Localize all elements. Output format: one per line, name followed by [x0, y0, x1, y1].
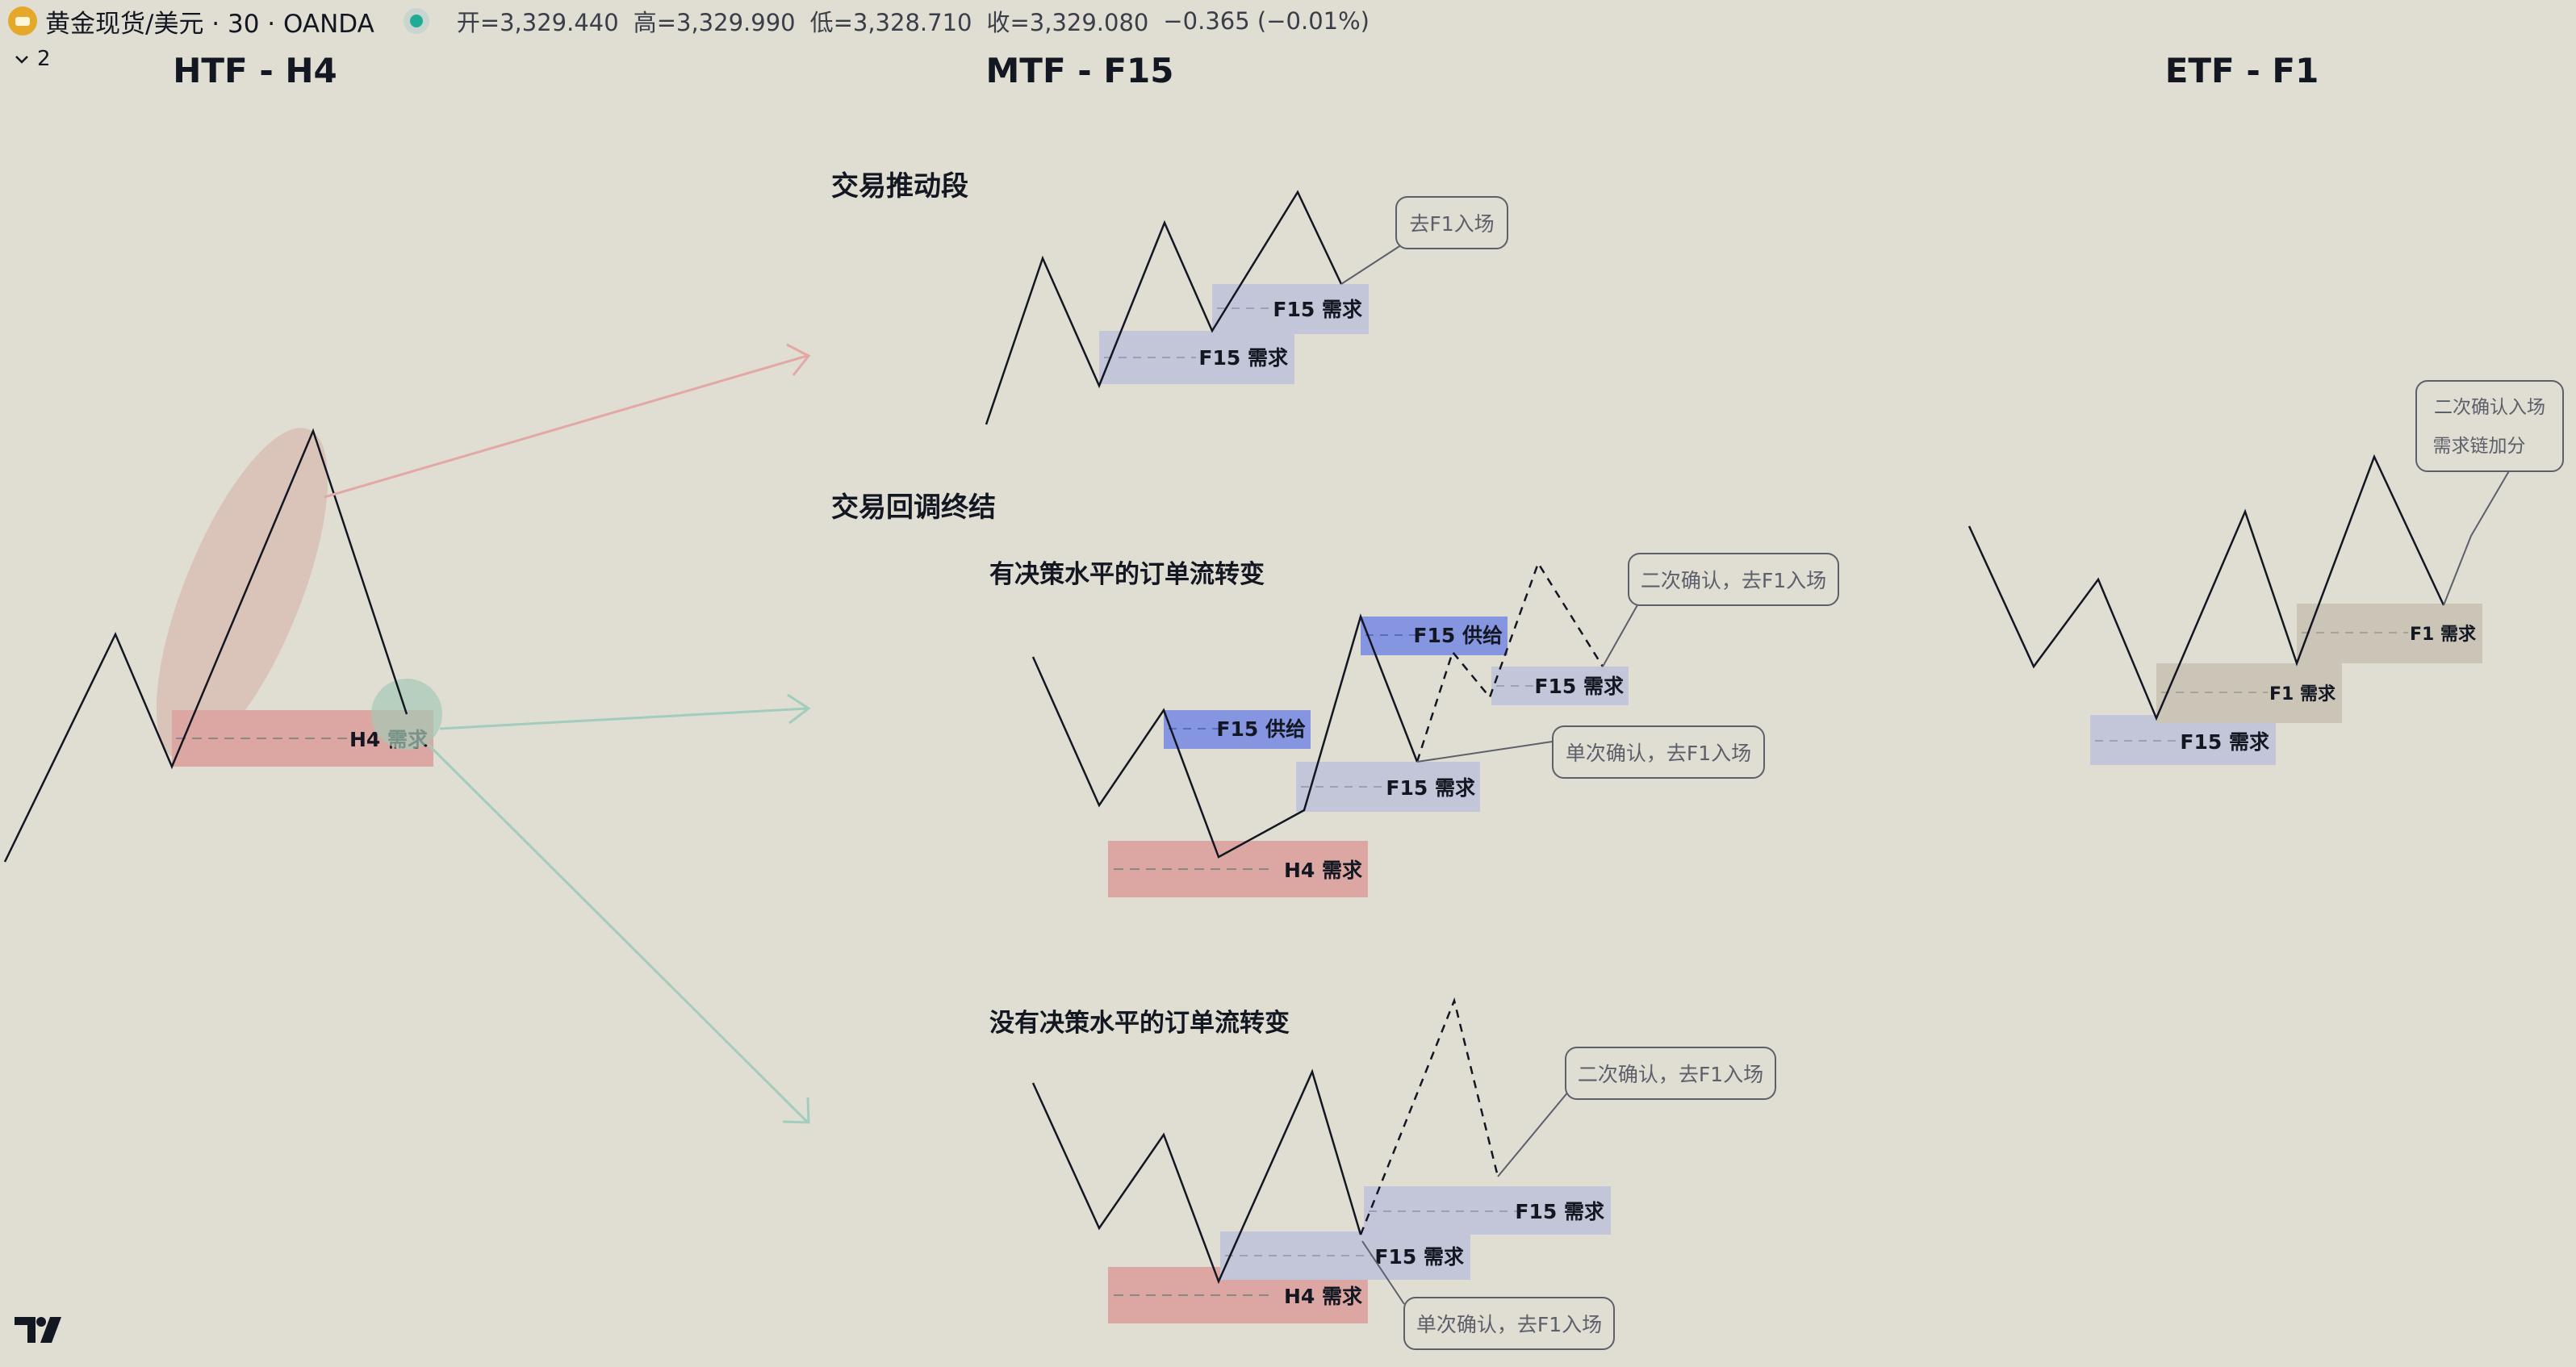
arrow-to-impulse[interactable] — [324, 354, 808, 499]
f15-demand-label: F15 需求 — [1515, 1200, 1604, 1223]
etf-callout-line1: 二次确认入场 — [2434, 397, 2545, 418]
impulse-price-path[interactable] — [985, 190, 1343, 425]
market-status-icon — [403, 8, 429, 34]
callout-pointer — [2443, 469, 2511, 606]
without-decision-price-path[interactable] — [1031, 1068, 1362, 1285]
indicator-count: 2 — [37, 47, 51, 71]
etf-title: ETF - F1 — [2165, 51, 2319, 90]
callout-box[interactable] — [1552, 725, 1765, 779]
arrow-to-no-decision[interactable] — [426, 742, 809, 1123]
callout-box[interactable] — [1565, 1047, 1776, 1100]
single-confirm-callout: 单次确认，去F1入场 — [1416, 1313, 1602, 1336]
f15-demand-label: F15 需求 — [1534, 675, 1624, 698]
mtf-title: MTF - F15 — [986, 51, 1174, 90]
callout-box[interactable] — [1403, 1297, 1615, 1350]
arrow-to-pullback[interactable] — [439, 707, 808, 730]
htf-price-path[interactable] — [3, 428, 408, 863]
arrow-head — [787, 693, 811, 725]
arrow-head — [782, 1097, 810, 1124]
indicator-collapse-toggle[interactable]: 2 — [15, 47, 51, 71]
callout-pointer — [1416, 740, 1558, 763]
f15-demand-label: F15 需求 — [1386, 776, 1475, 800]
callout-pointer — [1361, 1240, 1405, 1305]
f1-demand-label: F1 需求 — [2410, 625, 2476, 645]
impulse-section-title: 交易推动段 — [831, 170, 968, 203]
mtf-pullback-drawing[interactable]: 交易回调终结 有决策水平的订单流转变 H4 需求 F15 供给 F15 供给 F… — [831, 491, 1839, 897]
callout-box[interactable] — [2415, 380, 2564, 472]
go-f1-callout: 去F1入场 — [1409, 212, 1494, 236]
symbol-legend[interactable]: 黄金现货/美元 · 30 · OANDA 开=3,329.440 高=3,329… — [8, 3, 1384, 39]
etf-drawing[interactable]: F15 需求 F1 需求 F1 需求 二次确认入场 需求链加分 — [1968, 380, 2564, 765]
without-decision-title: 没有决策水平的订单流转变 — [989, 1009, 1290, 1038]
f15-demand-zone[interactable] — [1099, 331, 1294, 384]
impulse-highlight-ellipse[interactable] — [122, 408, 362, 780]
mtf-impulse-drawing[interactable]: 交易推动段 F15 需求 F15 需求 去F1入场 — [831, 170, 1508, 425]
f15-supply-label: F15 供给 — [1216, 717, 1306, 741]
gold-icon — [8, 6, 37, 36]
etf-callout-line2: 需求链加分 — [2433, 436, 2526, 457]
low-value: 低=3,328.710 — [809, 9, 972, 36]
h4-demand-label: H4 需求 — [1284, 1285, 1362, 1308]
chevron-down-icon — [15, 47, 29, 71]
f15-demand-label: F15 需求 — [1374, 1245, 1464, 1269]
h4-demand-label: H4 需求 — [1284, 859, 1362, 882]
callout-pointer — [1340, 241, 1407, 285]
callout-box[interactable] — [1628, 553, 1839, 606]
callout-pointer — [1602, 603, 1639, 667]
open-value: 开=3,329.440 — [456, 9, 619, 36]
pullback-section-title: 交易回调终结 — [831, 491, 996, 524]
change-value: −0.365 (−0.01%) — [1163, 7, 1370, 35]
with-decision-title: 有决策水平的订单流转变 — [989, 560, 1265, 589]
htf-drawing[interactable]: H4 需求 — [3, 343, 811, 1124]
arrow-head — [786, 343, 811, 376]
f15-demand-zone[interactable] — [2090, 715, 2276, 765]
etf-price-path[interactable] — [1968, 454, 2445, 721]
callout-box[interactable] — [1395, 196, 1508, 249]
f1-demand-label: F1 需求 — [2269, 684, 2336, 704]
f15-demand-label: F15 需求 — [1198, 346, 1288, 370]
mtf-no-decision-drawing[interactable]: 没有决策水平的订单流转变 H4 需求 F15 需求 F15 需求 单次确认，去F… — [989, 997, 1776, 1350]
with-decision-price-path[interactable] — [1031, 613, 1419, 859]
f15-demand-label: F15 需求 — [1273, 298, 1362, 321]
single-confirm-callout: 单次确认，去F1入场 — [1566, 742, 1751, 765]
callout-pointer — [1497, 1090, 1570, 1177]
second-confirm-callout: 二次确认，去F1入场 — [1578, 1063, 1763, 1086]
without-decision-projection[interactable] — [1359, 997, 1499, 1235]
close-value: 收=3,329.080 — [986, 9, 1149, 36]
high-value: 高=3,329.990 — [633, 9, 796, 36]
with-decision-projection[interactable] — [1416, 561, 1604, 763]
htf-title: HTF - H4 — [173, 51, 337, 90]
f15-supply-label: F15 供给 — [1413, 624, 1503, 647]
tradingview-logo-icon[interactable] — [15, 1315, 68, 1348]
f15-demand-label: F15 需求 — [2180, 730, 2269, 754]
second-confirm-callout: 二次确认，去F1入场 — [1641, 569, 1826, 592]
symbol-title[interactable]: 黄金现货/美元 · 30 · OANDA — [45, 9, 374, 39]
